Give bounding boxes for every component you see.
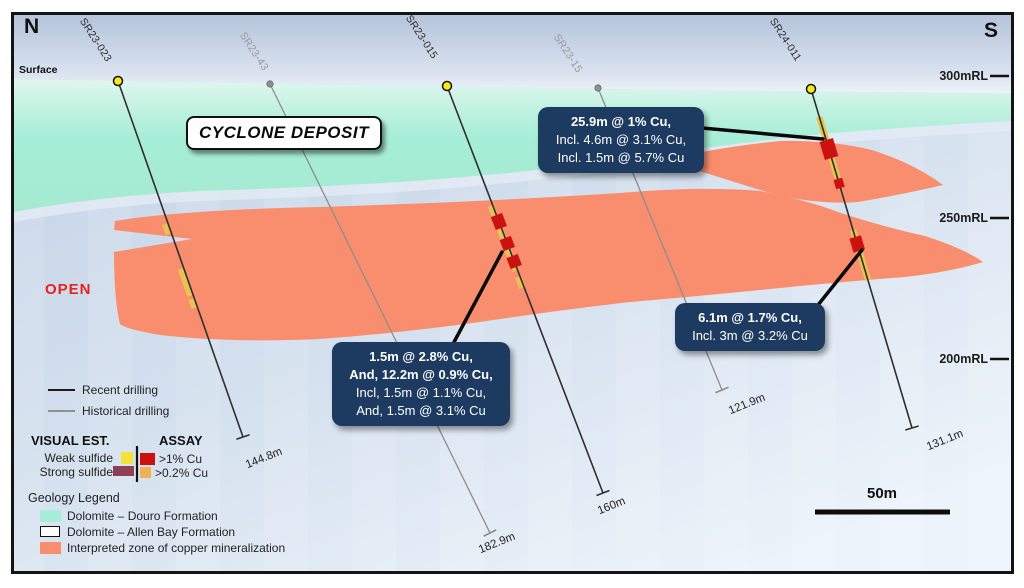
recent-drilling-label: Recent drilling — [82, 383, 159, 397]
douro-swatch — [40, 510, 61, 522]
callout-sr24-011-lower: 6.1m @ 1.7% Cu, Incl. 3m @ 3.2% Cu — [675, 303, 825, 351]
allen-bay-label: Dolomite – Allen Bay Formation — [67, 525, 236, 539]
collar-icon — [266, 80, 274, 88]
elevation-200mrl: 200mRL — [939, 352, 988, 366]
compass-south-label: S — [984, 19, 999, 42]
recent-drilling-line-icon — [48, 389, 75, 391]
assay-intercept-blocks — [490, 137, 866, 270]
deposit-title: CYCLONE DEPOSIT — [199, 123, 369, 142]
compass-north-label: N — [24, 15, 40, 38]
elevation-250mrl: 250mRL — [939, 211, 988, 225]
callout-line: Incl. 1.5m @ 5.7% Cu — [557, 150, 685, 165]
mineralization-zone — [114, 140, 983, 341]
terrain-graphics — [14, 15, 1011, 571]
douro-label: Dolomite – Douro Formation — [67, 509, 218, 523]
callout-line: 25.9m @ 1% Cu, — [570, 114, 672, 129]
geology-legend-header: Geology Legend — [28, 491, 120, 505]
scale-bar-label: 50m — [866, 485, 898, 502]
elevation-ticks — [990, 74, 1009, 361]
assay-high-label: >1% Cu — [159, 452, 203, 466]
end-of-hole-ticks — [236, 386, 919, 537]
collar-icon — [805, 83, 817, 95]
weak-sulfide-swatch — [121, 452, 133, 464]
drillhole-collars — [112, 75, 817, 95]
callout-line: Incl, 1.5m @ 1.1% Cu, — [355, 385, 487, 400]
allen-bay-swatch — [40, 526, 60, 537]
trace-SR23-43 — [269, 83, 491, 534]
assay-header: ASSAY — [159, 433, 203, 448]
weak-sulfide-label: Weak sulfide — [44, 451, 113, 465]
strong-sulfide-label: Strong sulfide — [39, 465, 113, 479]
callout-line: Incl. 3m @ 3.2% Cu — [692, 328, 808, 343]
section-scene: N S Surface SR23-023 SR23-43 SR23-015 SR… — [14, 15, 1011, 571]
callout-line: 6.1m @ 1.7% Cu, — [698, 310, 802, 325]
trace-SR23-015 — [446, 85, 604, 494]
douro-formation-band — [14, 79, 1011, 212]
mineralization-swatch — [40, 542, 61, 554]
deposit-title-box: CYCLONE DEPOSIT — [186, 116, 382, 150]
collar-icon — [441, 80, 453, 92]
visual-est-header: VISUAL EST. — [31, 433, 110, 448]
historical-drilling-line-icon — [48, 410, 75, 412]
collar-icon — [112, 75, 124, 87]
historical-drilling-label: Historical drilling — [82, 404, 170, 418]
section-frame: N S Surface SR23-023 SR23-43 SR23-015 SR… — [11, 12, 1014, 574]
surface-label: Surface — [19, 64, 58, 76]
assay-low-label: >0.2% Cu — [155, 466, 209, 480]
trace-SR23-023 — [117, 80, 244, 438]
callout-line: And, 1.5m @ 3.1% Cu — [356, 403, 486, 418]
strong-sulfide-swatch — [113, 466, 134, 476]
collar-icon — [594, 84, 602, 92]
sky-above-surface — [14, 15, 1011, 93]
assay-low-swatch — [140, 467, 151, 478]
sulfide-legend-symbols — [113, 446, 155, 482]
callout-line: Incl. 4.6m @ 3.1% Cu, — [555, 132, 687, 147]
callout-leader-lines — [451, 125, 864, 346]
elevation-300mrl: 300mRL — [939, 69, 988, 83]
callout-line: 1.5m @ 2.8% Cu, — [369, 349, 473, 364]
callout-sr24-011-upper: 25.9m @ 1% Cu, Incl. 4.6m @ 3.1% Cu, Inc… — [538, 107, 704, 173]
callout-line: And, 12.2m @ 0.9% Cu, — [349, 367, 493, 382]
assay-high-swatch — [140, 453, 155, 465]
mineralization-label: Interpreted zone of copper mineralizatio… — [67, 541, 286, 555]
open-annotation: OPEN — [45, 281, 92, 298]
callout-sr23-015: 1.5m @ 2.8% Cu, And, 12.2m @ 0.9% Cu, In… — [332, 342, 510, 426]
